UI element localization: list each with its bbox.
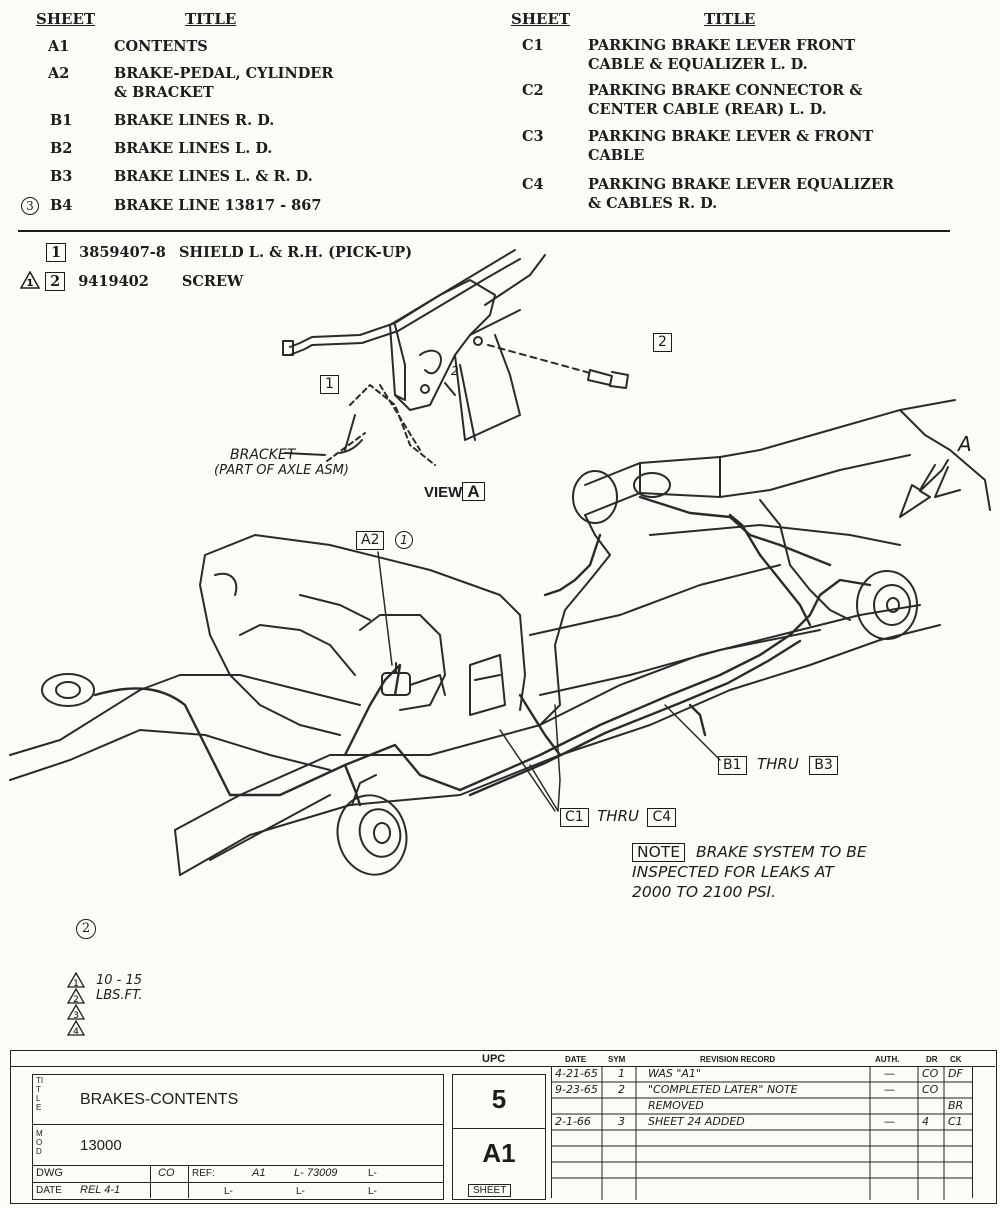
title-field-label: TITLE <box>36 1076 44 1112</box>
ref-l3: L- <box>224 1186 233 1197</box>
torque-mark-4: 4 <box>73 1027 79 1036</box>
front-wheel-right <box>336 774 408 876</box>
sheet-label: SHEET <box>468 1184 512 1197</box>
title-zone-rule-3 <box>32 1182 444 1183</box>
rev-header-ck: CK <box>950 1055 962 1064</box>
rev-header-date: DATE <box>565 1055 587 1064</box>
front-wheel-left <box>41 673 95 707</box>
arrow-a-label: A <box>958 432 972 456</box>
title-block <box>10 1050 997 1204</box>
torque-triangle-icon: 1 <box>19 270 41 289</box>
dwg-label: DWG <box>36 1167 63 1179</box>
item-1-callout: 1 <box>320 375 339 394</box>
rev-header-sym: SYM <box>608 1055 626 1064</box>
torque-mark-3: 3 <box>73 1011 79 1021</box>
title-zone-vrule-2 <box>188 1165 189 1198</box>
a2-callout: A2 1 <box>356 531 413 550</box>
rev-header-record: REVISION RECORD <box>700 1055 776 1064</box>
drawing-title: BRAKES-CONTENTS <box>80 1091 239 1108</box>
view-a-arrow <box>899 459 961 518</box>
sheet-header-left: SHEET <box>36 10 96 28</box>
upc-zone-rule <box>452 1128 546 1129</box>
ref-l2: L- <box>368 1168 377 1179</box>
ref-label: REF: <box>192 1168 215 1179</box>
note-label: NOTE <box>632 843 686 862</box>
sheet-header-right: SHEET <box>511 10 571 28</box>
revision-grid <box>552 1066 972 1200</box>
item-2-inner-mark: 2 <box>451 364 459 378</box>
revision-row: 4-21-65 1 WAS "A1" — CO DF <box>555 1067 963 1080</box>
svg-text:1: 1 <box>27 278 34 289</box>
title-header-left: TITLE <box>185 10 237 28</box>
ref-l1: L- 73009 <box>294 1167 338 1179</box>
date-value: REL 4-1 <box>80 1184 121 1196</box>
revision-row: REMOVED BR <box>648 1099 964 1112</box>
chassis-frame <box>9 399 991 876</box>
mod-field-label: MOD <box>36 1129 43 1156</box>
title-zone-vrule-1 <box>150 1165 151 1198</box>
ref-value: A1 <box>252 1167 266 1179</box>
brake-lines <box>93 495 872 807</box>
brake-system-diagram <box>9 249 991 876</box>
view-a-detail <box>282 249 629 466</box>
revision-record-frame <box>551 1066 973 1198</box>
mod-number: 13000 <box>80 1137 122 1154</box>
title-header-right: TITLE <box>704 10 756 28</box>
upc-zone <box>452 1074 546 1200</box>
sheet-code: A1 <box>482 1138 516 1168</box>
title-zone-rule-1 <box>32 1124 444 1125</box>
torque-spec: 10 - 15 LBS.FT. <box>96 973 143 1003</box>
title-block-top-rule <box>10 1066 995 1067</box>
ref-l5: L- <box>368 1186 377 1197</box>
revision-row: 9-23-65 2 "COMPLETED LATER" NOTE — CO <box>555 1083 939 1096</box>
rev-header-dr: DR <box>926 1055 938 1064</box>
torque-footnotes: 1 2 3 4 10 - 15 LBS.FT. <box>66 971 143 1040</box>
leak-test-note: NOTE BRAKE SYSTEM TO BE INSPECTED FOR LE… <box>632 843 867 901</box>
parts-row-1: 1 3859407-8 SHIELD L. & R.H. (PICK-UP) <box>46 243 412 262</box>
revision-record <box>551 1066 973 1198</box>
leader-lines <box>377 551 721 812</box>
c1-thru-c4-callout: C1 THRU C4 <box>560 807 677 827</box>
b1-thru-b3-callout: B1 THRU B3 <box>718 755 838 775</box>
bracket-sublabel: (PART OF AXLE ASM) <box>214 463 349 478</box>
rev-header-auth: AUTH. <box>875 1055 900 1064</box>
title-zone <box>32 1074 444 1200</box>
parts-row-2: 1 2 9419402 SCREW <box>19 270 243 291</box>
date-label: DATE <box>36 1185 62 1196</box>
upc-number: 5 <box>491 1084 507 1114</box>
torque-mark-2: 2 <box>73 995 79 1005</box>
master-cylinder <box>381 662 446 696</box>
revision-circle-icon: 3 <box>21 197 39 215</box>
revision-row: 2-1-66 3 SHEET 24 ADDED — 4 C1 <box>555 1115 963 1128</box>
footnote-circle-2: 2 <box>76 919 96 939</box>
ref-l4: L- <box>296 1186 305 1197</box>
title-zone-rule-2 <box>32 1165 444 1166</box>
torque-mark-1: 1 <box>73 979 79 989</box>
torque-triangle-stack-icon: 1 2 3 4 <box>66 971 86 1037</box>
body-cowl <box>199 534 526 736</box>
bracket-label: BRACKET <box>230 447 296 463</box>
index-divider <box>18 230 950 232</box>
rear-wheel-right <box>856 570 918 640</box>
rear-wheel-left <box>572 470 671 524</box>
upc-label: UPC <box>482 1053 506 1065</box>
dwg-by: CO <box>158 1167 175 1179</box>
item-2-callout: 2 <box>653 333 672 352</box>
